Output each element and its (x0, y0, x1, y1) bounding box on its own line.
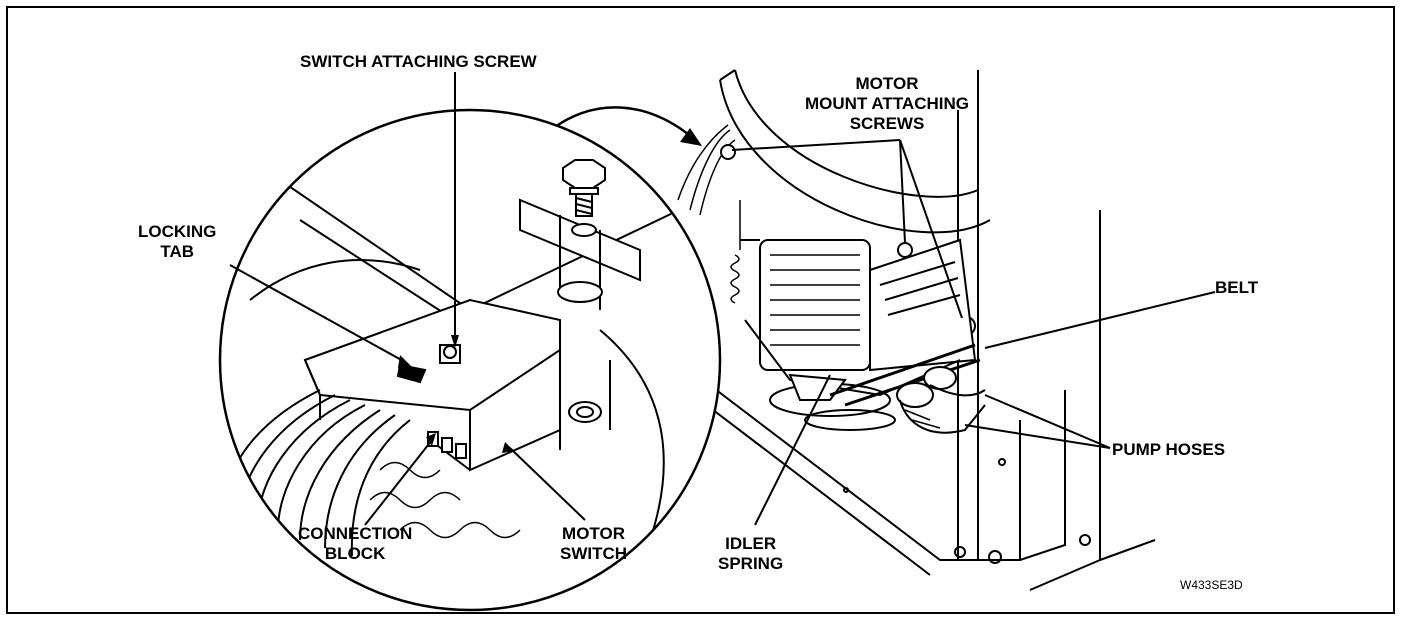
label-locking-tab: LOCKING TAB (138, 222, 216, 262)
label-pump-hoses: PUMP HOSES (1112, 440, 1225, 460)
leader-arrowheads (398, 335, 514, 453)
figure-code: W433SE3D (1180, 578, 1243, 592)
label-switch-attaching-screw: SWITCH ATTACHING SCREW (300, 52, 537, 72)
label-line: MOTOR (855, 74, 919, 93)
label-idler-spring: IDLER SPRING (718, 534, 783, 574)
label-connection-block: CONNECTION BLOCK (298, 524, 412, 564)
label-text: PUMP HOSES (1112, 440, 1226, 459)
label-line: CONNECTION (298, 524, 413, 543)
label-line: MOTOR (562, 524, 625, 543)
label-motor-mount-attaching-screws: MOTOR MOUNT ATTACHING SCREWS (805, 74, 969, 134)
label-line: SCREWS (849, 114, 925, 133)
label-line: MOUNT ATTACHING (805, 94, 969, 113)
leader-lines (229, 72, 1216, 526)
label-line: TAB (160, 242, 195, 261)
label-text: SWITCH ATTACHING SCREW (300, 52, 537, 71)
label-line: LOCKING (138, 222, 217, 241)
magnified-view (218, 108, 722, 612)
label-text: BELT (1215, 278, 1259, 297)
label-line: BLOCK (324, 544, 386, 563)
label-line: SWITCH (560, 544, 628, 563)
motor-mount-tub (677, 69, 991, 434)
magnify-arrow (544, 106, 696, 141)
label-line: SPRING (718, 554, 784, 573)
label-motor-switch: MOTOR SWITCH (560, 524, 627, 564)
label-belt: BELT (1215, 278, 1258, 298)
label-line: IDLER (725, 534, 777, 553)
